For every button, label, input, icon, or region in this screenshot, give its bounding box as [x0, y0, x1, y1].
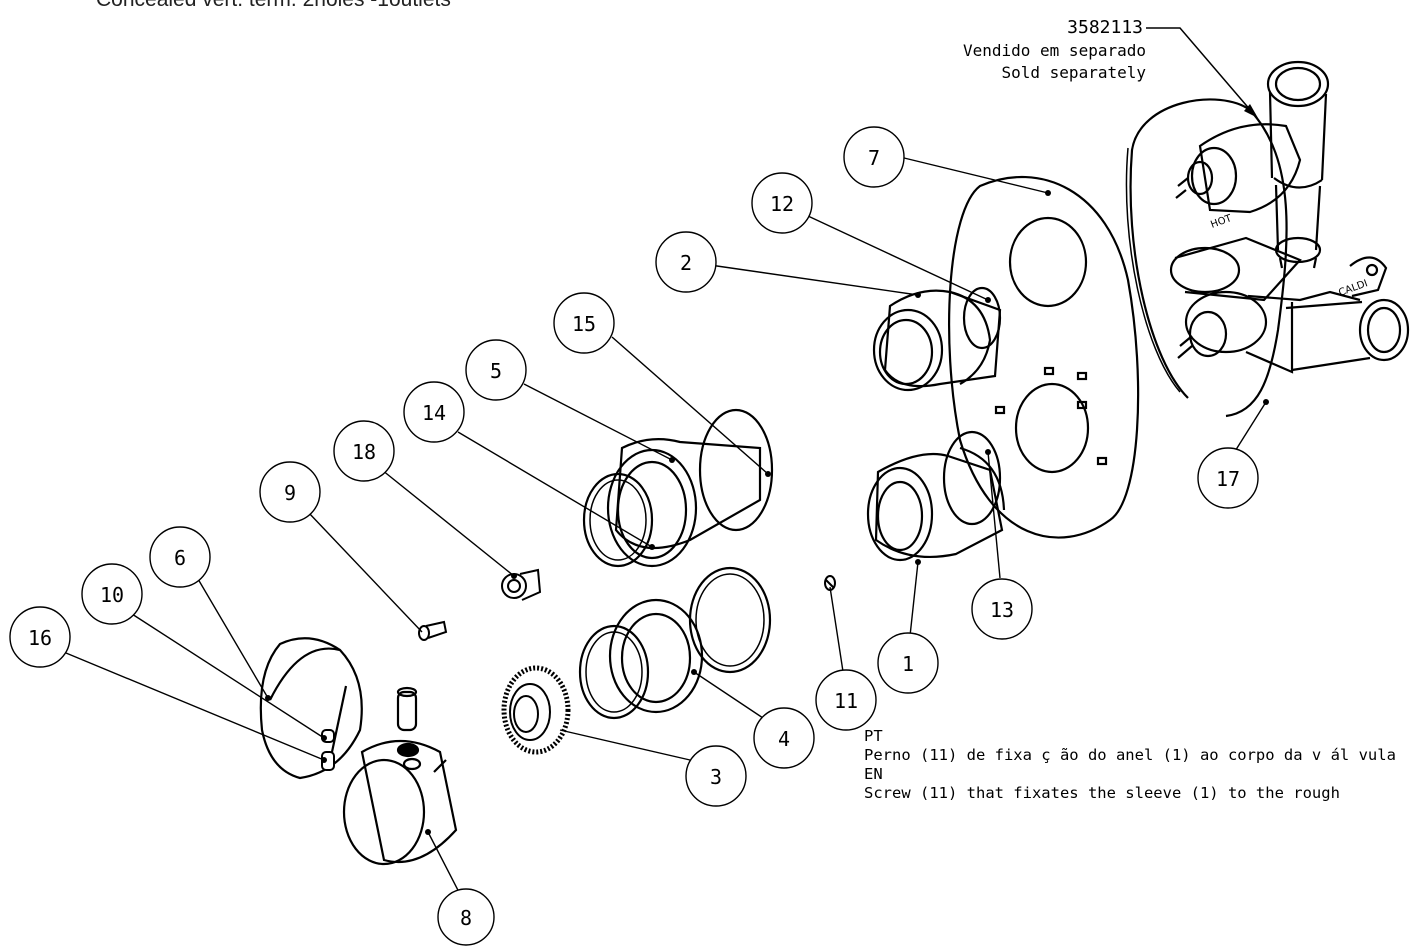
svg-text:10: 10 [100, 583, 124, 607]
svg-text:15: 15 [572, 312, 596, 336]
balloon-10: 10 [81, 563, 143, 625]
o-ring-14 [582, 472, 654, 568]
balloon-18: 18 [333, 420, 395, 482]
note-en-label: EN [864, 765, 883, 783]
balloon-12: 12 [751, 172, 813, 234]
gear-ring-3 [501, 665, 571, 755]
svg-text:2: 2 [680, 251, 692, 275]
balloon-13: 13 [971, 578, 1033, 640]
o-ring-4-left [578, 624, 650, 720]
svg-text:4: 4 [778, 727, 790, 751]
balloon-2: 2 [655, 231, 717, 293]
cap-6 [259, 637, 363, 780]
screw-9 [418, 620, 448, 641]
balloon-5: 5 [465, 339, 527, 401]
gasket-17 [1129, 98, 1288, 418]
balloon-17: 17 [1197, 447, 1259, 509]
sleeve-2 [872, 286, 1002, 392]
svg-text:5: 5 [490, 359, 502, 383]
rough-valve-body: CALDI HOT [1169, 60, 1410, 374]
part-number-label: 3582113 [1067, 17, 1143, 38]
balloon-8: 8 [437, 888, 495, 946]
svg-text:13: 13 [990, 598, 1014, 622]
note-pt-label: PT [864, 727, 883, 745]
balloon-9: 9 [259, 461, 321, 523]
balloon-7: 7 [843, 126, 905, 188]
svg-text:18: 18 [352, 440, 376, 464]
sold-separately-en: Sold separately [1002, 63, 1147, 82]
balloon-4: 4 [753, 707, 815, 769]
svg-text:8: 8 [460, 906, 472, 930]
svg-text:6: 6 [174, 546, 186, 570]
ring-4 [608, 598, 704, 714]
svg-text:3: 3 [710, 765, 722, 789]
sold-separately-pt: Vendido em separado [963, 41, 1146, 60]
balloon-11: 11 [815, 669, 877, 731]
balloon-3: 3 [685, 745, 747, 807]
balloon-16: 16 [9, 606, 71, 668]
balloon-6: 6 [149, 526, 211, 588]
note-pt-text: Perno (11) de fixa ç ão do anel (1) ao c… [864, 746, 1396, 764]
bushing-5 [606, 408, 774, 568]
sleeve-1 [866, 430, 1006, 562]
cover-plate-7 [948, 175, 1140, 539]
svg-text:12: 12 [770, 192, 794, 216]
svg-text:9: 9 [284, 481, 296, 505]
part-number-leader [1146, 27, 1253, 113]
svg-text:17: 17 [1216, 467, 1240, 491]
balloon-15: 15 [553, 292, 615, 354]
svg-text:HOT: HOT [1209, 213, 1234, 231]
balloon-14: 14 [403, 381, 465, 443]
insert-18 [501, 568, 542, 601]
handle-8 [342, 686, 458, 866]
svg-text:1: 1 [902, 652, 914, 676]
leader-dots [265, 190, 1269, 835]
balloon-1: 1 [877, 632, 939, 694]
svg-text:7: 7 [868, 146, 880, 170]
drawing-title: Concealed vert. term. 2holes -1outlets [96, 0, 451, 12]
leader-lines [65, 156, 1267, 899]
note-en-text: Screw (11) that fixates the sleeve (1) t… [864, 784, 1340, 802]
svg-text:16: 16 [28, 626, 52, 650]
svg-text:14: 14 [422, 401, 446, 425]
svg-text:11: 11 [834, 689, 858, 713]
